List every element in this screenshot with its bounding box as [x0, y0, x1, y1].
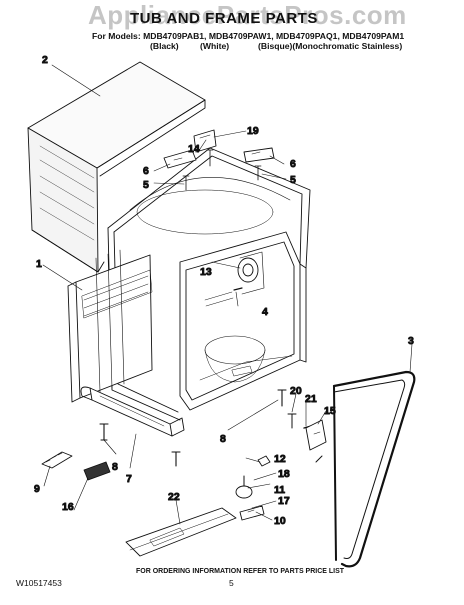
callout-22: 22: [168, 491, 180, 503]
callout-21: 21: [305, 393, 317, 405]
callout-8-left: 8: [112, 461, 118, 473]
callout-4: 4: [262, 306, 268, 318]
top-brackets: [163, 129, 275, 191]
callout-8-center: 8: [220, 433, 226, 445]
page-number: 5: [229, 578, 234, 588]
callout-5-left: 5: [143, 179, 149, 191]
block-part: [83, 461, 111, 481]
variant-black: (Black): [150, 41, 179, 51]
tub-assembly: [107, 147, 311, 421]
callout-16: 16: [62, 501, 74, 513]
callout-19: 19: [247, 125, 259, 137]
base-rail-part: [80, 386, 185, 437]
door-gasket-part: [332, 370, 416, 568]
callout-7: 7: [126, 473, 132, 485]
leveling-legs: [99, 389, 287, 467]
callout-20: 20: [290, 385, 302, 397]
callout-3: 3: [408, 335, 414, 347]
callout-17: 17: [278, 495, 290, 507]
callout-14: 14: [188, 143, 200, 155]
tub-wrap-part: [27, 61, 206, 273]
page-title: TUB AND FRAME PARTS: [130, 10, 318, 27]
bottom-plate-part: [125, 507, 237, 557]
callout-12: 12: [274, 453, 286, 465]
callout-labels: 1 2 3 4 5 5 6 6 7 8 8 9 10 11 12 13 14 1…: [34, 54, 415, 528]
variant-bisque-stainless: (Bisque)(Monochromatic Stainless): [258, 41, 403, 51]
callout-2: 2: [42, 54, 48, 66]
callout-9: 9: [34, 483, 40, 495]
callout-6-right: 6: [290, 158, 296, 170]
callout-5-right: 5: [290, 174, 296, 186]
mounting-assembly: [233, 251, 265, 295]
callout-15: 15: [324, 405, 336, 417]
connector-part: [41, 451, 73, 469]
document-code: W10517453: [16, 578, 62, 588]
ordering-note: FOR ORDERING INFORMATION REFER TO PARTS …: [136, 568, 345, 575]
callout-11: 11: [274, 484, 285, 496]
callout-1: 1: [36, 258, 42, 270]
callout-18: 18: [278, 468, 290, 480]
watermark: AppliancePartsPros.com: [88, 0, 407, 30]
side-frame-part: [67, 249, 153, 403]
variant-white: (White): [200, 41, 230, 51]
leader-lines: [42, 64, 413, 525]
models-line: For Models: MDB4709PAB1, MDB4709PAW1, MD…: [92, 31, 405, 41]
callout-6-left: 6: [143, 165, 149, 177]
callout-13: 13: [200, 266, 212, 278]
small-hardware: [235, 413, 327, 521]
callout-10: 10: [274, 515, 286, 527]
